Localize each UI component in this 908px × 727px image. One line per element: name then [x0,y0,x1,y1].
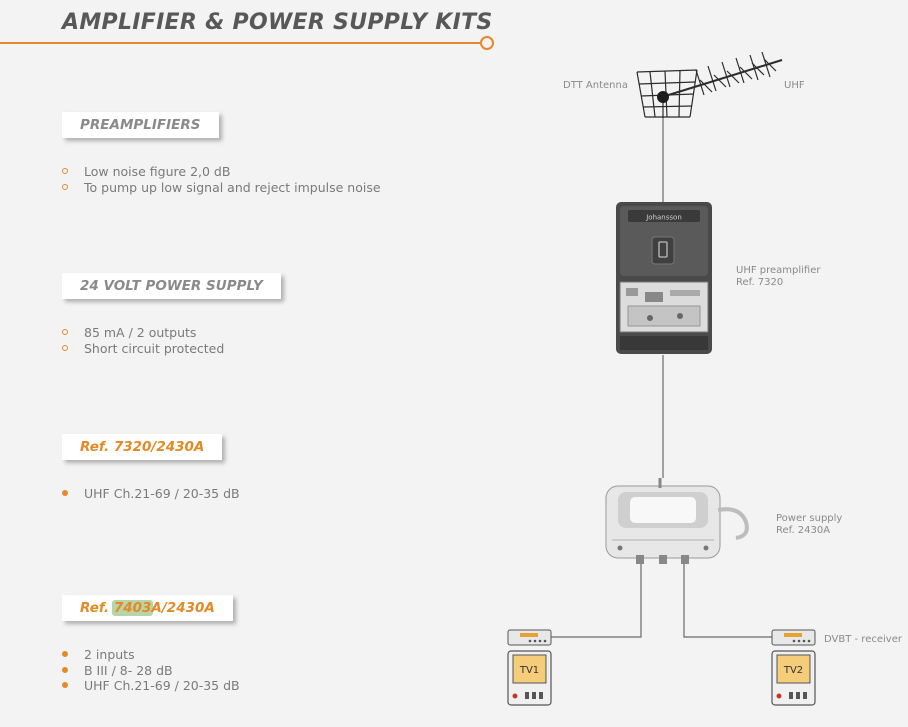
ref-highlight: 7403 [111,600,154,616]
receiver-1-icon [507,629,552,646]
list-item: B III / 8- 28 dB [60,663,240,679]
preamplifier-device: Johansson [616,202,712,354]
tv-2-icon: TV2 [771,650,816,706]
amplifier-label: UHF preamplifier Ref. 7320 [736,265,821,289]
antenna-icon [636,51,783,118]
list-item: UHF Ch.21-69 / 20-35 dB [60,678,240,694]
antenna-label: DTT Antenna [563,80,628,91]
title-underline-dot [480,36,494,50]
antenna-band-label: UHF [784,80,805,91]
preamplifier-features: Low noise figure 2,0 dB To pump up low s… [60,164,381,195]
list-item: UHF Ch.21-69 / 20-35 dB [60,486,240,502]
ref-7320-features: UHF Ch.21-69 / 20-35 dB [60,486,240,502]
page-title: AMPLIFIER & POWER SUPPLY KITS [62,10,493,35]
section-tab-power-supply: 24 VOLT POWER SUPPLY [62,273,281,299]
section-tab-ref-7320: Ref. 7320/2430A [62,434,223,460]
psu-label-line1: Power supply [776,513,843,524]
ref-7403-features: 2 inputs B III / 8- 28 dB UHF Ch.21-69 /… [60,647,240,694]
brand-label: Johansson [645,214,682,222]
psu-label-line2: Ref. 2430A [776,525,831,536]
ref-prefix: Ref. [80,600,114,616]
receiver-2-icon [771,629,816,646]
list-item: To pump up low signal and reject impulse… [60,180,381,196]
tv-1-icon: TV1 [507,650,552,706]
list-item: 85 mA / 2 outputs [60,325,224,341]
tv-2-label: TV2 [783,665,803,676]
list-item: Short circuit protected [60,341,224,357]
receiver-label: DVBT - receiver [824,634,902,645]
title-underline [0,42,480,44]
tv-1-label: TV1 [519,665,539,676]
amplifier-label-line1: UHF preamplifier [736,265,821,276]
list-item: Low noise figure 2,0 dB [60,164,381,180]
section-tab-ref-7403: Ref. 7403A/2430A [62,595,233,621]
amplifier-label-line2: Ref. 7320 [736,277,784,288]
psu-label: Power supply Ref. 2430A [776,513,842,537]
cable-lines [551,115,772,638]
section-tab-preamplifiers: PREAMPLIFIERS [62,112,219,138]
power-supply-device [605,478,749,564]
ref-suffix: A/2430A [151,600,215,616]
power-supply-features: 85 mA / 2 outputs Short circuit protecte… [60,325,224,356]
antenna-hub [657,91,669,103]
list-item: 2 inputs [60,647,240,663]
